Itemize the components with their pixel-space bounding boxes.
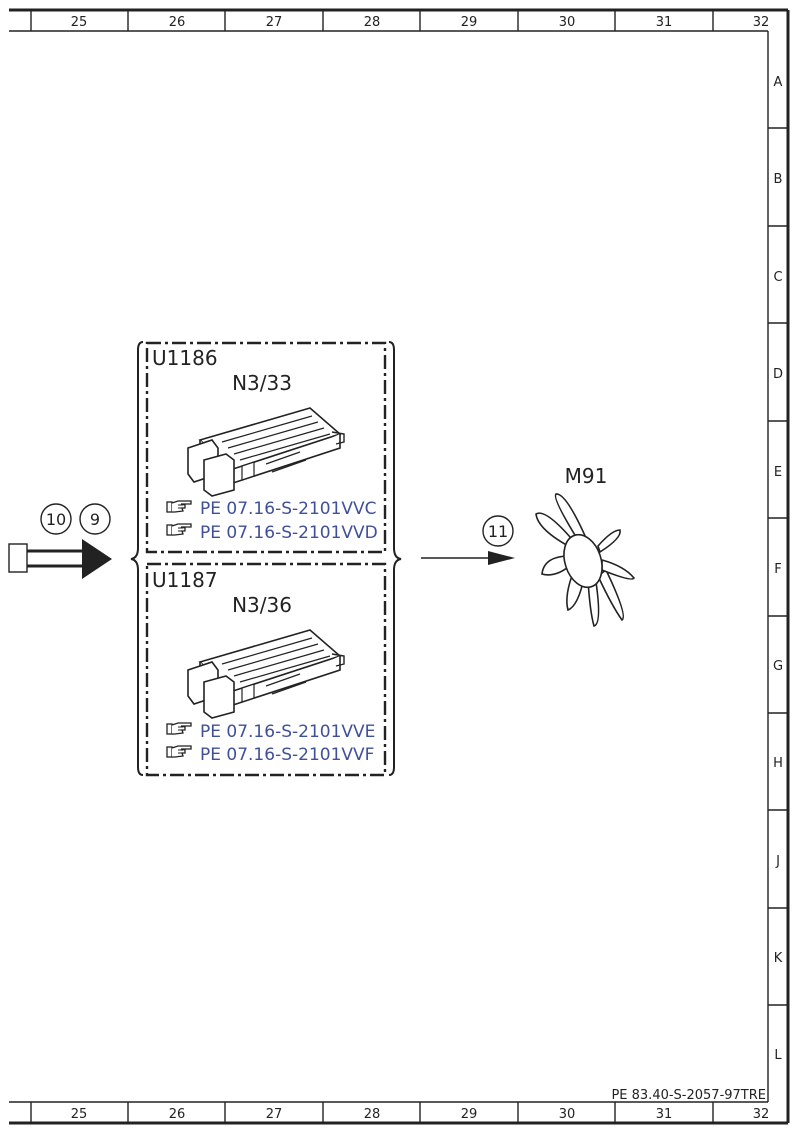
column-label: 26 [169,1107,186,1122]
column-ticks-top [30,10,714,31]
svg-text:PE 07.16-S-2101VVF: PE 07.16-S-2101VVF [200,745,374,765]
row-label: L [774,1048,782,1063]
column-labels-bottom: 25 26 27 28 29 30 31 32 [71,1107,770,1122]
column-label: 29 [461,15,478,30]
control-unit-image [187,407,345,497]
input-arrow [82,539,112,579]
pointing-hand-icon [166,523,192,536]
svg-text:10: 10 [46,510,66,529]
reference-link[interactable]: PE 07.16-S-2101VVE [166,722,375,742]
column-label: 26 [169,15,186,30]
svg-text:PE 07.16-S-2101VVE: PE 07.16-S-2101VVE [200,722,375,742]
drawing-frame [9,8,790,1125]
row-label: K [774,951,783,966]
column-label: 27 [266,1107,283,1122]
circle-ref-9[interactable]: 9 [79,503,111,535]
component-label[interactable]: N3/33 [232,371,292,395]
pointing-hand-icon [166,500,192,513]
fan-icon [535,493,635,627]
column-label: 32 [753,1107,770,1122]
column-label: 25 [71,15,88,30]
row-ticks [768,127,788,1006]
column-label: 25 [71,1107,88,1122]
svg-text:PE 07.16-S-2101VVC: PE 07.16-S-2101VVC [200,499,377,519]
row-label: J [775,854,780,869]
column-label: 28 [364,1107,381,1122]
output-connector [421,551,515,565]
column-ticks-bottom [30,1102,714,1123]
column-label: 30 [559,15,576,30]
pointing-hand-icon [166,722,192,735]
row-labels: A B C D E F G H J K L [773,75,783,1063]
component-label[interactable]: N3/36 [232,593,292,617]
svg-text:PE 07.16-S-2101VVD: PE 07.16-S-2101VVD [200,523,378,543]
column-label: 31 [656,1107,673,1122]
unit-label: U1186 [152,346,218,370]
svg-text:9: 9 [90,510,100,529]
unit-label: U1187 [152,568,218,592]
column-label: 32 [753,15,770,30]
reference-link[interactable]: PE 07.16-S-2101VVD [166,523,378,543]
unit-box-u1187 [145,562,387,777]
output-arrow [488,551,515,565]
column-label: 28 [364,15,381,30]
column-labels-top: 25 26 27 28 29 30 31 32 [71,15,770,30]
row-label: A [774,75,783,90]
row-label: C [773,270,782,285]
svg-text:11: 11 [488,522,508,541]
reference-link[interactable]: PE 07.16-S-2101VVC [166,499,377,519]
circle-ref-11[interactable]: 11 [482,515,514,547]
row-label: E [774,465,782,480]
circle-ref-10[interactable]: 10 [40,503,72,535]
row-label: D [773,367,783,382]
column-label: 27 [266,15,283,30]
variant-bracket [130,341,402,776]
column-label: 30 [559,1107,576,1122]
row-label: B [774,172,783,187]
document-id: PE 83.40-S-2057-97TRE [611,1088,766,1103]
reference-link[interactable]: PE 07.16-S-2101VVF [166,745,374,765]
pointing-hand-icon [166,745,192,758]
control-unit-image [187,629,345,719]
connector-stub [8,543,28,573]
column-label: 31 [656,15,673,30]
component-label[interactable]: M91 [565,464,608,488]
unit-box-u1186 [145,341,387,554]
column-label: 29 [461,1107,478,1122]
row-label: H [773,756,783,771]
input-connector [8,539,112,579]
row-label: G [773,659,783,674]
row-label: F [774,562,781,577]
